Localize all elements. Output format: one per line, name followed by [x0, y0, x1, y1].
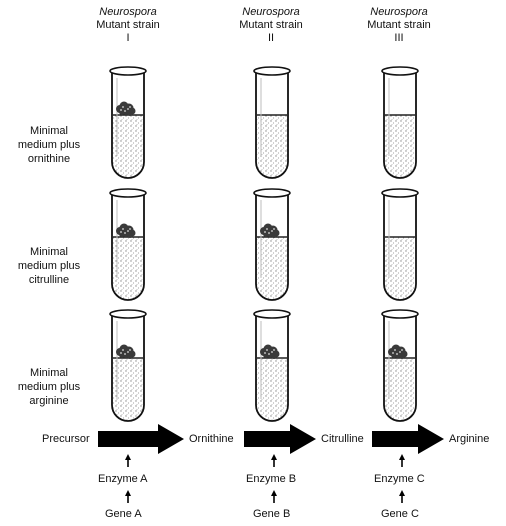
up-arrow-icon: [125, 490, 131, 503]
strain-numeral: II: [267, 32, 275, 44]
strain-header-3: Neurospora Mutant strain III: [344, 6, 454, 45]
compound-precursor: Precursor: [42, 433, 90, 445]
strain-header-1: Neurospora Mutant strain I: [73, 6, 183, 45]
fungal-growth-icon: [260, 223, 280, 238]
fungal-growth-icon: [260, 344, 280, 359]
tube-rim: [381, 309, 419, 319]
test-tube: [109, 309, 147, 422]
strain-line: Mutant strain: [96, 19, 160, 31]
up-arrow-icon: [399, 490, 405, 503]
tube-outline: [383, 315, 417, 422]
up-arrow-icon: [271, 490, 277, 503]
test-tube: [109, 188, 147, 301]
pathway-arrow: [244, 424, 316, 454]
tube-outline: [383, 72, 417, 179]
medium-line: Minimal: [30, 125, 68, 137]
species-name: Neurospora: [99, 6, 157, 18]
gene-a-label: Gene A: [105, 508, 142, 520]
test-tube: [381, 309, 419, 422]
medium-line: arginine: [29, 395, 69, 407]
strain-line: Mutant strain: [367, 19, 431, 31]
tube-rim: [109, 188, 147, 198]
strain-numeral: I: [126, 32, 130, 44]
strain-header-2: Neurospora Mutant strain II: [216, 6, 326, 45]
test-tube: [381, 188, 419, 301]
tube-rim: [109, 309, 147, 319]
gene-b-label: Gene B: [253, 508, 291, 520]
medium-label-arginine: Minimal medium plus arginine: [10, 366, 88, 408]
tube-outline: [255, 72, 289, 179]
test-tube: [253, 66, 291, 179]
tube-outline: [255, 194, 289, 301]
pathway-arrow: [372, 424, 444, 454]
strain-numeral: III: [394, 32, 404, 44]
enzyme-c-label: Enzyme C: [374, 473, 425, 485]
medium-line: ornithine: [27, 153, 71, 165]
fungal-growth-icon: [116, 344, 136, 359]
gene-c-label: Gene C: [381, 508, 419, 520]
fungal-growth-icon: [116, 223, 136, 238]
tube-outline: [383, 194, 417, 301]
test-tube: [381, 66, 419, 179]
medium-line: medium plus: [17, 381, 81, 393]
tube-rim: [253, 309, 291, 319]
test-tube: [109, 66, 147, 179]
medium-label-citrulline: Minimal medium plus citrulline: [10, 245, 88, 287]
up-arrow-icon: [125, 454, 131, 467]
up-arrow-icon: [399, 454, 405, 467]
species-name: Neurospora: [242, 6, 300, 18]
medium-line: Minimal: [30, 246, 68, 258]
medium-label-ornithine: Minimal medium plus ornithine: [10, 124, 88, 166]
pathway-arrow: [98, 424, 184, 454]
test-tube: [253, 188, 291, 301]
tube-rim: [109, 66, 147, 76]
fungal-growth-icon: [388, 344, 408, 359]
medium-line: medium plus: [17, 260, 81, 272]
tube-rim: [253, 66, 291, 76]
compound-ornithine: Ornithine: [189, 433, 234, 445]
medium-line: citrulline: [28, 274, 70, 286]
medium-line: Minimal: [30, 367, 68, 379]
tube-outline: [111, 194, 145, 301]
tube-rim: [381, 66, 419, 76]
strain-line: Mutant strain: [239, 19, 303, 31]
tube-outline: [111, 315, 145, 422]
enzyme-b-label: Enzyme B: [246, 473, 297, 485]
compound-citrulline: Citrulline: [321, 433, 364, 445]
tube-outline: [111, 72, 145, 179]
enzyme-a-label: Enzyme A: [98, 473, 148, 485]
compound-arginine: Arginine: [449, 433, 490, 445]
tube-rim: [253, 188, 291, 198]
tube-outline: [255, 315, 289, 422]
up-arrow-icon: [271, 454, 277, 467]
test-tube: [253, 309, 291, 422]
tube-rim: [381, 188, 419, 198]
fungal-growth-icon: [116, 101, 136, 116]
species-name: Neurospora: [370, 6, 428, 18]
medium-line: medium plus: [17, 139, 81, 151]
